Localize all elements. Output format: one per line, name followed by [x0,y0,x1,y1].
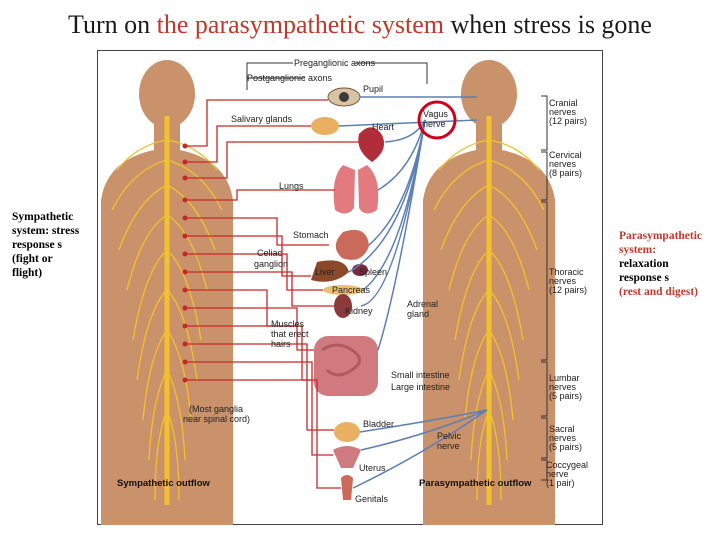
label-adrenal-line2: gland [407,309,429,319]
label-muscles-line3: hairs [271,339,291,349]
parasympathetic-note-line: system: [619,244,657,256]
label-parasympathetic-outflow: Parasympathetic outflow [419,478,532,489]
parasympathetic-note-line: response s [619,272,669,284]
genitals-icon [341,475,353,500]
label-pupil: Pupil [363,84,383,94]
label-kidney: Kidney [345,306,373,316]
intestine-icon [314,336,378,396]
title-highlight: the parasympathetic system [156,10,444,39]
autonomic-nervous-system-diagram: Preganglionic axons Postganglionic axons… [97,50,603,525]
label-sacral-line1: Sacral [549,424,575,434]
right-spinal-cord [433,116,545,505]
sympathetic-note-line: (fight or [12,253,53,265]
pancreas-icon [323,285,363,295]
sympathetic-note-line: Sympathetic [12,211,74,223]
label-pelvic-line1: Pelvic [437,431,462,441]
title-part1: Turn on [68,10,157,39]
parasympathetic-note: Parasympathetic system: relaxation respo… [619,229,719,299]
label-pancreas: Pancreas [332,285,371,295]
heart-icon [358,127,385,162]
label-vagus-line1: Vagus [423,109,448,119]
label-lumbar-line2: nerves [549,382,577,392]
label-lumbar-line3: (5 pairs) [549,391,582,401]
label-thoracic-line3: (12 pairs) [549,285,587,295]
label-liver: Liver [315,267,335,277]
liver-icon [311,260,349,282]
label-sacral-line3: (5 pairs) [549,442,582,452]
label-stomach: Stomach [293,230,329,240]
title-part2: when stress is gone [444,10,652,39]
label-preganglionic: Preganglionic axons [294,58,376,68]
sympathetic-note-line: flight) [12,267,43,279]
spine-region-brackets [541,95,548,481]
sympathetic-note-line: response s [12,239,62,251]
page-title: Turn on the parasympathetic system when … [0,10,720,40]
salivary-glands [311,117,339,135]
sympathetic-note: Sympathetic system: stress response s (f… [12,210,92,280]
axon-legend-arrows [246,62,428,90]
label-coccygeal-line1: Coccygeal [546,460,588,470]
label-sacral-line2: nerves [549,433,577,443]
label-genitals: Genitals [355,494,389,504]
label-postganglionic: Postganglionic axons [247,73,333,83]
label-vagus-line2: nerve [423,119,446,129]
label-cervical-line3: (8 pairs) [549,168,582,178]
uterus-icon [333,446,361,468]
label-sympathetic-outflow: Sympathetic outflow [117,478,211,489]
parasympathetic-note-line: (rest and digest) [619,286,699,298]
label-ganglia-line2: near spinal cord) [183,414,250,424]
label-large-intestine: Large intestine [391,382,450,392]
label-celiac-line1: Celiac [257,248,283,258]
label-lumbar-line1: Lumbar [549,373,580,383]
label-pelvic-line2: nerve [437,441,460,451]
bladder-icon [334,422,360,442]
label-small-intestine: Small intestine [391,370,450,380]
sympathetic-outflow-lines [185,99,359,489]
lungs-icon [333,165,379,214]
label-muscles-line1: Muscles [271,319,305,329]
label-cranial-line3: (12 pairs) [549,116,587,126]
vagus-highlight-circle [417,100,457,140]
parasympathetic-note-line: Parasympathetic [619,230,703,242]
left-spinal-cord [111,116,223,505]
parasympathetic-note-line: relaxation [619,258,669,270]
sympathetic-note-line: system: stress [12,225,80,237]
label-coccygeal-line3: (1 pair) [546,478,575,488]
label-bladder: Bladder [363,419,394,429]
label-cranial-line2: nerves [549,107,577,117]
stomach-icon [335,229,369,260]
label-uterus: Uterus [359,463,386,473]
kidney-icon [334,294,352,318]
label-cervical-line1: Cervical [549,150,582,160]
label-cranial-line1: Cranial [549,98,578,108]
label-muscles-line2: that erect [271,329,309,339]
label-thoracic-line2: nerves [549,276,577,286]
label-coccygeal-line2: nerve [546,469,569,479]
label-spleen: Spleen [359,267,387,277]
label-cervical-line2: nerves [549,159,577,169]
eye-icon [327,87,361,107]
label-ganglia-line1: (Most ganglia [189,404,243,414]
label-celiac-line2: ganglion [254,259,288,269]
label-adrenal-line1: Adrenal [407,299,438,309]
label-salivary: Salivary glands [231,114,293,124]
label-lungs: Lungs [279,181,304,191]
label-heart: Heart [372,122,395,132]
label-thoracic-line1: Thoracic [549,267,584,277]
